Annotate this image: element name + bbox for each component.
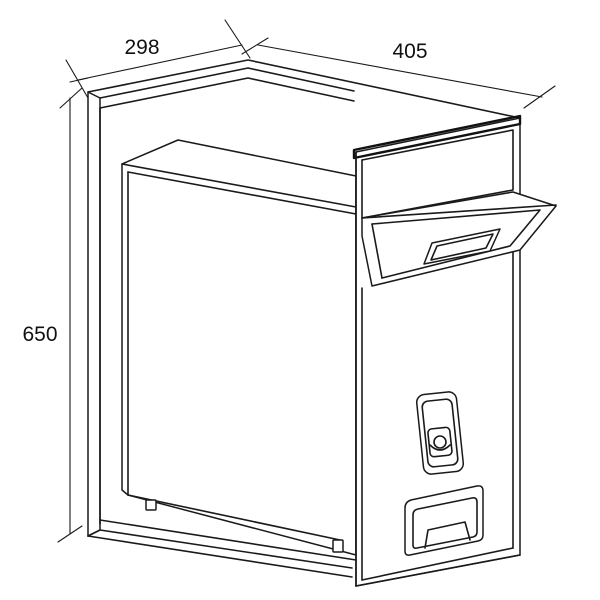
tilt-out-hopper[interactable] bbox=[361, 191, 557, 287]
height-dimension: 650 bbox=[22, 87, 83, 543]
outer-frame bbox=[87, 59, 521, 578]
height-label: 650 bbox=[22, 323, 57, 346]
dispenser-window bbox=[415, 391, 465, 475]
cabinet-feet bbox=[145, 499, 344, 553]
width-label: 405 bbox=[392, 40, 427, 63]
depth-label: 298 bbox=[124, 36, 159, 59]
hopper-window bbox=[423, 228, 501, 265]
depth-dimension: 298 bbox=[65, 19, 251, 99]
pull-handle-icon[interactable] bbox=[404, 485, 484, 556]
cabinet-side-panel bbox=[121, 139, 357, 556]
width-dimension: 405 bbox=[241, 37, 556, 109]
